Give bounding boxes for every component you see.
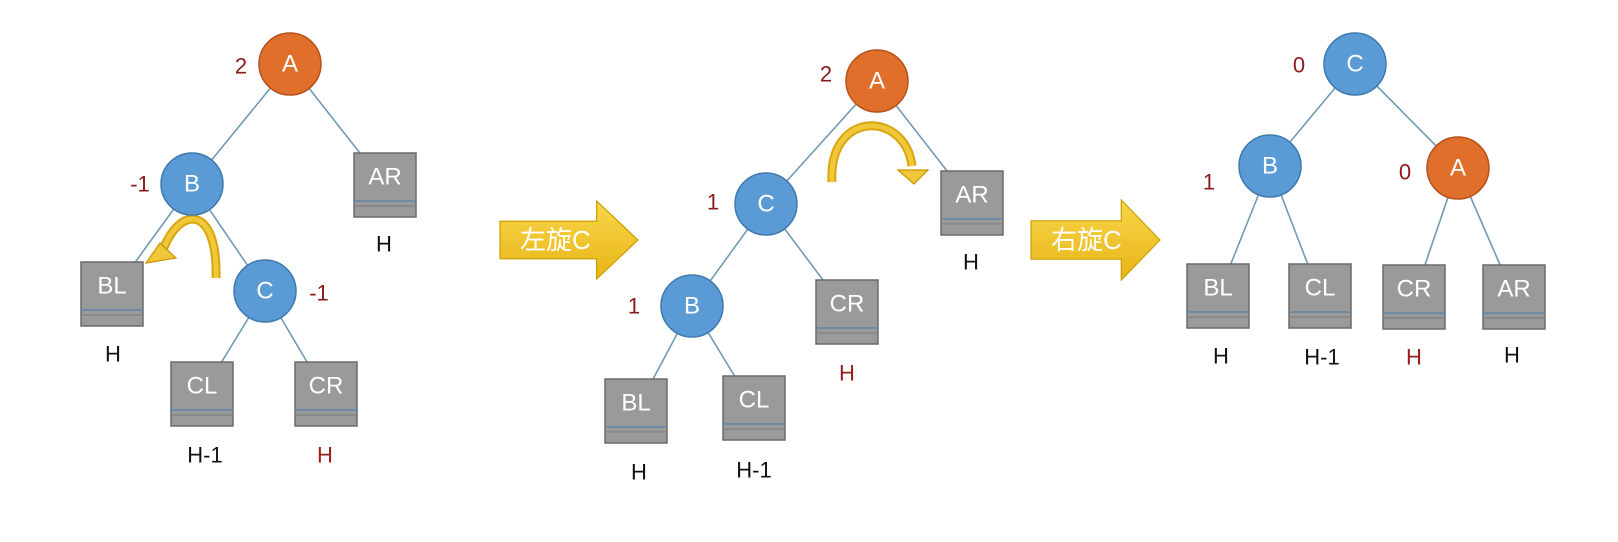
node-label: A xyxy=(282,51,298,78)
balance-factor: 1 xyxy=(1203,170,1215,195)
subtree-label: CR xyxy=(309,373,344,400)
balance-factor: 1 xyxy=(707,190,719,215)
shapes: ARHBLHCLH-1CRHA2B-1C-1ARHCRHBLHCLH-1A2C1… xyxy=(80,32,1546,485)
subtree-height-label: H xyxy=(376,232,392,257)
rotation-curves xyxy=(144,121,930,279)
subtree-height-label: H xyxy=(839,361,855,386)
balance-factor: 0 xyxy=(1399,160,1411,185)
subtree-height-label: H-1 xyxy=(1304,345,1339,370)
balance-factor: -1 xyxy=(130,172,150,197)
subtree-label: BL xyxy=(621,390,650,417)
node-label: B xyxy=(184,171,200,198)
subtree-label: CL xyxy=(739,387,770,414)
tree-node xyxy=(845,49,909,113)
tree-node xyxy=(1238,134,1302,198)
subtree-height-label: H xyxy=(1504,343,1520,368)
tree-node xyxy=(258,32,322,96)
balance-factor: 2 xyxy=(235,54,247,79)
subtree-label: CR xyxy=(1397,276,1432,303)
rotation-curve-icon xyxy=(827,121,917,183)
tree-node xyxy=(660,274,724,338)
subtree-height-label: H-1 xyxy=(187,443,222,468)
rotation-curve-icon xyxy=(160,216,219,279)
node-label: C xyxy=(256,278,273,305)
tree-node xyxy=(1426,136,1490,200)
subtree-height-label: H xyxy=(1213,344,1229,369)
balance-factor: 1 xyxy=(628,294,640,319)
tree-node xyxy=(1323,32,1387,96)
subtree-label: CR xyxy=(830,291,865,318)
rotation-curve-icon xyxy=(829,123,915,183)
subtree-height-label: H-1 xyxy=(736,458,771,483)
node-label: B xyxy=(1262,153,1278,180)
subtree-label: AR xyxy=(955,182,988,209)
balance-factor: -1 xyxy=(309,281,329,306)
subtree-label: CL xyxy=(1305,275,1336,302)
subtree-height-label: H xyxy=(317,443,333,468)
tree-node xyxy=(734,172,798,236)
subtree-label: AR xyxy=(1497,276,1530,303)
subtree-height-label: H xyxy=(105,342,121,367)
rotation-step-label: 右旋C xyxy=(1051,225,1122,255)
rotation-arrowhead-icon xyxy=(896,169,930,185)
subtree-label: CL xyxy=(187,373,218,400)
node-label: A xyxy=(869,68,885,95)
rotation-step-label: 左旋C xyxy=(520,225,591,255)
subtree-label: BL xyxy=(97,273,126,300)
node-label: A xyxy=(1450,155,1466,182)
rotation-arrowhead-icon xyxy=(144,242,178,264)
node-label: C xyxy=(757,191,774,218)
subtree-height-label: H xyxy=(963,250,979,275)
subtree-height-label: H xyxy=(631,460,647,485)
tree-node xyxy=(233,259,297,323)
subtree-label: BL xyxy=(1203,275,1232,302)
subtree-label: AR xyxy=(368,164,401,191)
tree-node xyxy=(160,152,224,216)
node-label: C xyxy=(1346,51,1363,78)
balance-factor: 2 xyxy=(820,62,832,87)
subtree-height-label: H xyxy=(1406,345,1422,370)
rotation-step-arrow-icon xyxy=(499,199,639,281)
rotation-step-arrow-icon xyxy=(1030,198,1161,282)
node-label: B xyxy=(684,293,700,320)
balance-factor: 0 xyxy=(1293,53,1305,78)
